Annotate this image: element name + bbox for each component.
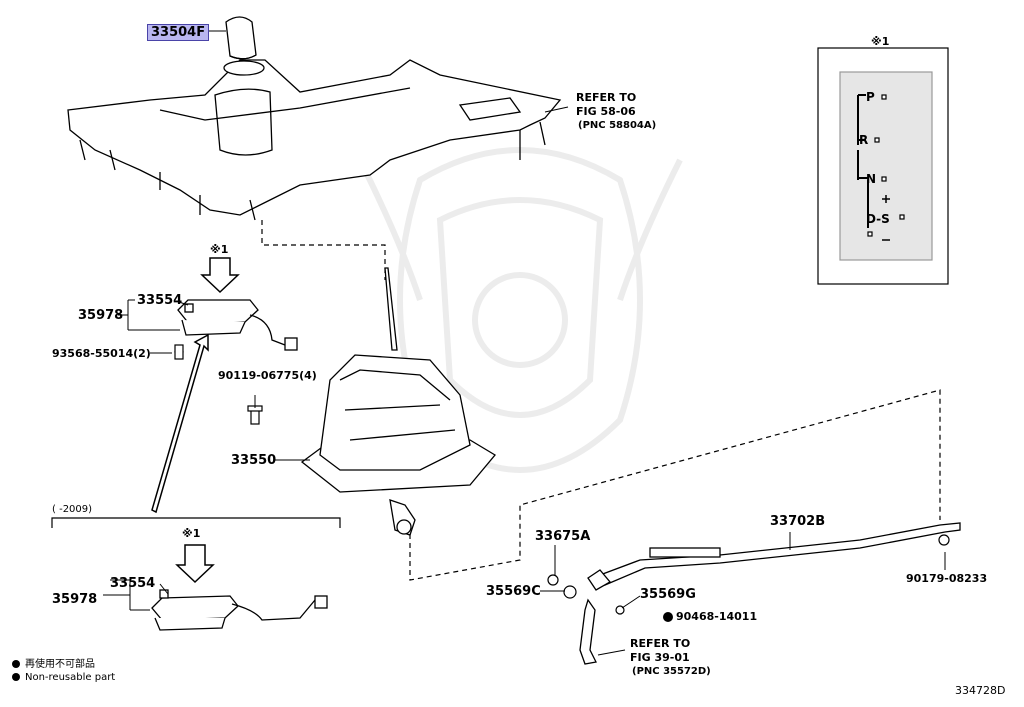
console-panel[interactable] <box>67 59 562 221</box>
gate-note-mark: ※1 <box>871 35 890 48</box>
diagram-id: 334728D <box>955 684 1006 697</box>
bolts <box>174 344 950 615</box>
gate-pattern-box <box>817 47 949 285</box>
leader-lines <box>103 30 946 656</box>
part-90468[interactable]: 90468-14011 <box>676 610 758 623</box>
part-35978-top[interactable]: 35978 <box>78 308 124 323</box>
part-35569C[interactable]: 35569C <box>486 584 541 599</box>
top-note-mark: ※1 <box>210 243 229 256</box>
part-33675A[interactable]: 33675A <box>535 529 591 544</box>
legend-en: Non-reusable part <box>12 672 115 683</box>
refer-top-line3: (PNC 58804A) <box>578 120 657 131</box>
refer-bottom-line1: REFER TO <box>630 637 691 650</box>
refer-bottom-line2: FIG 39-01 <box>630 651 690 664</box>
year-bracket <box>51 517 341 528</box>
part-90119[interactable]: 90119-06775(4) <box>218 369 317 382</box>
gate-P: P <box>866 90 875 104</box>
non-reusable-marker <box>663 612 673 622</box>
legend-dot-icon <box>12 660 20 668</box>
position-switch-top[interactable] <box>174 299 298 357</box>
bottom-note-mark: ※1 <box>182 527 201 540</box>
refer-bottom-line3: (PNC 35572D) <box>632 666 711 677</box>
part-35569G[interactable]: 35569G <box>640 587 696 602</box>
legend-jp-text: 再使用不可部品 <box>25 659 95 670</box>
legend-en-text: Non-reusable part <box>25 672 116 683</box>
legend-dot-icon <box>12 673 20 681</box>
part-35978-bottom[interactable]: 35978 <box>52 592 98 607</box>
gate-R: R <box>859 133 869 147</box>
refer-top-line1: REFER TO <box>576 91 637 104</box>
part-33504F-label[interactable]: 33504F <box>147 24 210 41</box>
gate-N: N <box>866 172 877 186</box>
dashed-leaders <box>261 220 941 581</box>
legend-jp: 再使用不可部品 <box>12 655 95 670</box>
part-93568[interactable]: 93568-55014(2) <box>52 347 151 360</box>
gate-DS: D-S <box>866 212 890 226</box>
part-90179[interactable]: 90179-08233 <box>906 572 988 585</box>
shift-lever-assembly[interactable] <box>300 267 496 536</box>
callout-arrows <box>151 257 240 584</box>
shift-knob[interactable] <box>225 16 257 60</box>
part-33554-bottom[interactable]: 33554 <box>110 576 156 591</box>
part-33554-top[interactable]: 33554 <box>137 293 183 308</box>
part-33702B[interactable]: 33702B <box>770 514 826 529</box>
refer-top-line2: FIG 58-06 <box>576 105 636 118</box>
shift-cable[interactable] <box>579 522 961 665</box>
part-33550[interactable]: 33550 <box>231 453 277 468</box>
year-range: ( -2009) <box>52 504 93 515</box>
position-switch-bottom[interactable] <box>151 589 328 631</box>
watermark-emblem <box>357 147 683 473</box>
